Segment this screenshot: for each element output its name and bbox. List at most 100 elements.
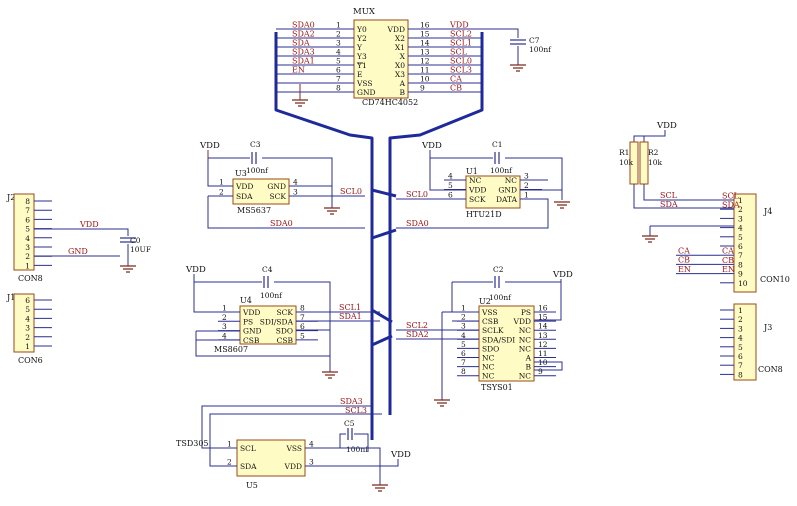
mux-pin-name: Y (356, 43, 363, 52)
pin-number: 2 (222, 313, 227, 322)
connector-pin-number: 4 (738, 224, 743, 233)
u2-body (478, 305, 535, 382)
scl1-label: SCL1 (339, 303, 361, 312)
mux-pin-number: 5 (336, 57, 341, 66)
j4-sda-label: SDA (660, 200, 678, 209)
j2-vdd-net: VDD (79, 220, 99, 229)
c1-value: 100nf (490, 166, 513, 175)
connector-pin-number: 6 (738, 352, 743, 361)
pin-number: 4 (461, 331, 466, 340)
pin-number: 1 (524, 191, 529, 200)
connector-pin-number: 7 (738, 251, 743, 260)
pin-name: NC (505, 176, 518, 185)
c2-value: 100nf (489, 293, 512, 302)
connector-pin-number: 8 (738, 370, 743, 379)
connector-net-label: CA (722, 247, 734, 256)
connector-pin-number: 1 (738, 196, 743, 205)
mux-pin-number: 2 (336, 30, 341, 39)
pin-number: 1 (219, 178, 224, 187)
mux-net-label: CA (450, 75, 462, 84)
pin-number: 10 (538, 358, 548, 367)
pin-number: 5 (300, 331, 305, 340)
mux-pin-name: VSS (356, 79, 373, 88)
pin-name: CSB (277, 336, 294, 345)
connector-pin-number: 1 (25, 261, 30, 270)
c0-value: 10UF (130, 245, 151, 254)
pin-number: 13 (538, 331, 548, 340)
mux-gnd-icon (292, 99, 308, 107)
sda2-label: SDA2 (406, 330, 429, 339)
connector-pin-number: 9 (738, 270, 743, 279)
j4-scl-label: SCL (660, 191, 678, 200)
mux-pin-name: X3 (395, 70, 405, 79)
mux-pin-number: 4 (336, 48, 341, 57)
mux-pin-number: 15 (420, 30, 430, 39)
scl0-left-label: SCL0 (340, 187, 362, 196)
u1-part: HTU21D (466, 210, 502, 219)
pin-name: A (525, 354, 532, 363)
u1-body (465, 175, 521, 209)
scl3-label: SCL3 (345, 406, 367, 415)
mux-pin-name: Y3 (356, 52, 367, 61)
pin-number: 2 (524, 181, 529, 190)
u5-body (236, 439, 306, 477)
connector-pin-number: 2 (738, 205, 743, 214)
mux-pin-name: X1 (395, 43, 405, 52)
pin-number: 4 (222, 331, 227, 340)
u5-part: TSD305 (176, 439, 209, 448)
pin-number: 6 (300, 322, 305, 331)
u4-ref: U4 (240, 296, 252, 305)
connector-pin-number: 6 (25, 296, 30, 305)
connector-net-label: SCL (722, 192, 740, 201)
j4-en-label: EN (678, 265, 691, 274)
c3-ref: C3 (250, 140, 261, 149)
j3-body (733, 303, 757, 381)
pin-name: SDA/SDI (482, 335, 515, 344)
c2-ref: C2 (493, 265, 504, 274)
connector-pin-number: 5 (738, 233, 743, 242)
mux-net-label: SCL2 (450, 30, 472, 39)
i2c-bus (274, 32, 484, 440)
connector-pin-number: 7 (738, 361, 743, 370)
pin-number: 8 (300, 304, 305, 313)
u1-vdd-label: VDD (421, 141, 442, 151)
pin-number: 2 (227, 458, 232, 467)
pin-name: SCLK (482, 326, 504, 335)
pullup-vdd-label: VDD (656, 121, 677, 131)
connector-pin-number: 10 (738, 279, 748, 288)
pin-number: 15 (538, 313, 548, 322)
pin-number: 1 (461, 304, 466, 313)
connector-pin-number: 2 (25, 333, 30, 342)
mux-pin-name: B (399, 88, 405, 97)
pin-name: VDD (242, 308, 260, 317)
c7-ref: C7 (529, 36, 540, 45)
pin-number: 2 (461, 313, 466, 322)
u2-part: TSYS01 (481, 383, 513, 392)
pin-name: PS (243, 317, 253, 326)
pin-name: VDD (468, 186, 486, 195)
mux-pin-number: 6 (336, 66, 341, 75)
r2-value: 10k (648, 158, 663, 167)
u5-vdd-label: VDD (390, 450, 411, 460)
connector-pin-number: 1 (738, 306, 743, 315)
j2-gnd-net: GND (68, 247, 88, 256)
c4-ref: C4 (262, 265, 273, 274)
connector-pin-number: 5 (25, 305, 30, 314)
u3-vdd-label: VDD (199, 141, 220, 151)
pin-name: SCK (277, 308, 294, 317)
connector-pin-number: 3 (25, 243, 30, 252)
mux-pin-name: E (357, 70, 362, 79)
pin-number: 9 (538, 367, 543, 376)
connector-net-label: SDA (722, 201, 740, 210)
c3-value: 100nf (246, 166, 269, 175)
mux-net-label: EN (292, 66, 305, 75)
pin-number: 5 (448, 181, 453, 190)
pin-name: NC (519, 335, 532, 344)
j4-name: CON10 (760, 275, 790, 284)
mux-pin-number: 9 (420, 84, 425, 93)
pin-number: 1 (227, 440, 232, 449)
